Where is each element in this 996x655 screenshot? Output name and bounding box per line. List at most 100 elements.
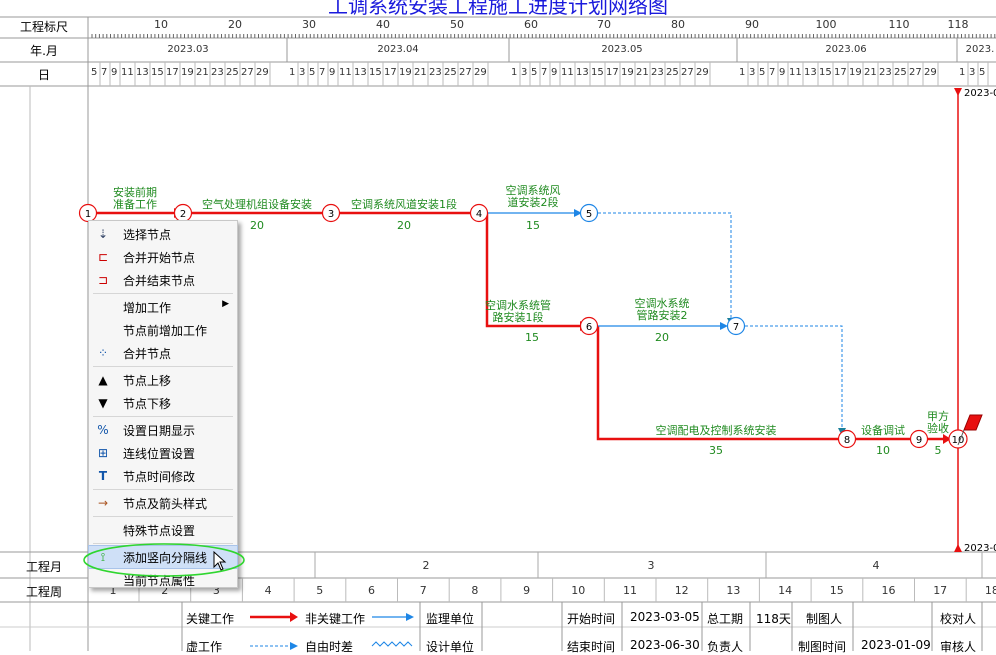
- month-cell: 2023.: [965, 44, 995, 55]
- menu-item-select-node[interactable]: ⇣选择节点: [89, 223, 237, 245]
- menu-item-node-properties[interactable]: 当前节点属性: [123, 574, 196, 588]
- day-cell: 5: [759, 67, 766, 78]
- project-week-cell: 3: [212, 584, 220, 597]
- day-cell: 3: [749, 67, 756, 78]
- menu-item-add-work[interactable]: 增加工作▶: [123, 299, 229, 315]
- menu-item-move-down[interactable]: ▼节点下移: [89, 392, 237, 414]
- checker-label: 校对人: [940, 612, 977, 626]
- day-cell: 11: [121, 67, 134, 78]
- node-8: 8: [837, 429, 857, 449]
- menu-item-move-up[interactable]: ▲节点上移: [89, 369, 237, 391]
- legend-free-float: 自由时差: [305, 640, 354, 654]
- node-6: 6: [579, 316, 599, 336]
- day-cell: 19: [181, 67, 194, 78]
- node-3: 3: [321, 203, 341, 223]
- menu-item-merge-node[interactable]: ⁘合并节点: [89, 342, 237, 364]
- non-critical-path: [488, 212, 726, 327]
- menu-item-merge-end[interactable]: ⊐合并结束节点: [89, 269, 237, 291]
- scale-tick: 70: [597, 18, 611, 31]
- mouse-cursor-icon: [213, 551, 227, 571]
- menu-item-arrow-style[interactable]: →节点及箭头样式: [89, 492, 237, 514]
- project-week-cell: 6: [368, 584, 375, 597]
- scale-tick: 10: [154, 18, 168, 31]
- scale-tick: 118: [947, 18, 969, 31]
- day-cell: 19: [399, 67, 412, 78]
- nodes: 1 2 3 4 5 6 7 8 9 10: [78, 203, 968, 449]
- day-cell: 19: [621, 67, 634, 78]
- svg-label: 5: [586, 209, 592, 220]
- arrow-style-icon: →: [97, 496, 109, 510]
- menu-item-line-position[interactable]: ⊞连线位置设置: [89, 442, 237, 464]
- total-value: 118天: [756, 612, 791, 626]
- project-week-cell: 5: [316, 584, 324, 597]
- day-cell: 13: [354, 67, 367, 78]
- critical-path: [96, 211, 949, 441]
- day-cell: 9: [551, 67, 558, 78]
- svg-label: 设备调试: [861, 423, 905, 437]
- start-value: 2023-03-05: [630, 610, 700, 624]
- svg-label: 5: [935, 444, 942, 457]
- svg-label: 2023-0: [964, 88, 996, 99]
- project-week-cell: 11: [623, 584, 637, 597]
- day-cell: 17: [384, 67, 397, 78]
- day-cell: 5: [979, 67, 986, 78]
- total-label: 总工期: [707, 612, 744, 626]
- svg-label: 8: [844, 435, 850, 446]
- svg-label: 空调系统风道安装1段: [351, 197, 457, 211]
- svg-label: 空调水系统: [635, 296, 690, 310]
- svg-label: 甲方: [927, 409, 949, 423]
- project-week-cell: 9: [523, 584, 531, 597]
- svg-label: 空调配电及控制系统安装: [656, 423, 777, 437]
- project-week-cell: 13: [726, 584, 741, 597]
- day-cell: 9: [329, 67, 336, 78]
- day-cell: 3: [521, 67, 528, 78]
- month-label: 年.月: [30, 44, 58, 58]
- day-cell: 29: [474, 67, 487, 78]
- ruler-ticks: [91, 34, 996, 38]
- menu-item-date-display[interactable]: %设置日期显示: [89, 419, 237, 441]
- day-grid: [99, 62, 989, 86]
- day-cell: 1: [739, 67, 746, 78]
- svg-label: 1: [85, 209, 91, 220]
- day-cell: 1: [959, 67, 966, 78]
- menu-item-add-vertical-divider[interactable]: ⟟添加竖向分隔线: [88, 545, 238, 569]
- merge-node-icon: ⁘: [97, 346, 109, 360]
- project-month-cell: 3: [647, 559, 655, 572]
- svg-label: 35: [709, 444, 723, 457]
- day-cell: 5: [309, 67, 316, 78]
- milestone-flag-icon: [963, 414, 983, 431]
- day-cell: 23: [429, 67, 442, 78]
- svg-label: 空调系统风: [506, 183, 561, 197]
- scale-tick: 90: [745, 18, 759, 31]
- project-week-cell: 1: [109, 584, 117, 597]
- node-1: 1: [78, 203, 98, 223]
- day-cell: 21: [196, 67, 209, 78]
- legend-non-critical: 非关键工作: [305, 612, 366, 626]
- svg-label: 管路安装2: [637, 308, 688, 322]
- menu-item-add-work-before[interactable]: 节点前增加工作: [123, 324, 208, 338]
- project-month-label: 工程月: [25, 560, 62, 574]
- project-week-cell: 12: [674, 584, 689, 597]
- project-month-cell: 4: [872, 559, 880, 572]
- end-value: 2023-06-30: [630, 638, 700, 652]
- draw-time-label: 制图时间: [798, 640, 847, 654]
- day-cell: 13: [576, 67, 589, 78]
- start-label: 开始时间: [567, 612, 616, 626]
- scale-tick: 50: [450, 18, 464, 31]
- day-cell: 15: [151, 67, 164, 78]
- day-cell: 11: [561, 67, 574, 78]
- day-label: 日: [37, 68, 50, 82]
- menu-item-special-node[interactable]: 特殊节点设置: [123, 524, 196, 538]
- day-cell: 25: [666, 67, 679, 78]
- svg-label: 空调水系统管: [485, 298, 551, 312]
- svg-label: 15: [526, 219, 540, 232]
- day-cell: 9: [111, 67, 118, 78]
- day-cell: 7: [769, 67, 776, 78]
- day-cell: 5: [531, 67, 538, 78]
- legend-supervisor: 监理单位: [426, 612, 475, 626]
- draw-time-value: 2023-01-09: [861, 638, 931, 652]
- svg-label: 6: [586, 322, 592, 333]
- menu-item-merge-start[interactable]: ⊏合并开始节点: [89, 246, 237, 268]
